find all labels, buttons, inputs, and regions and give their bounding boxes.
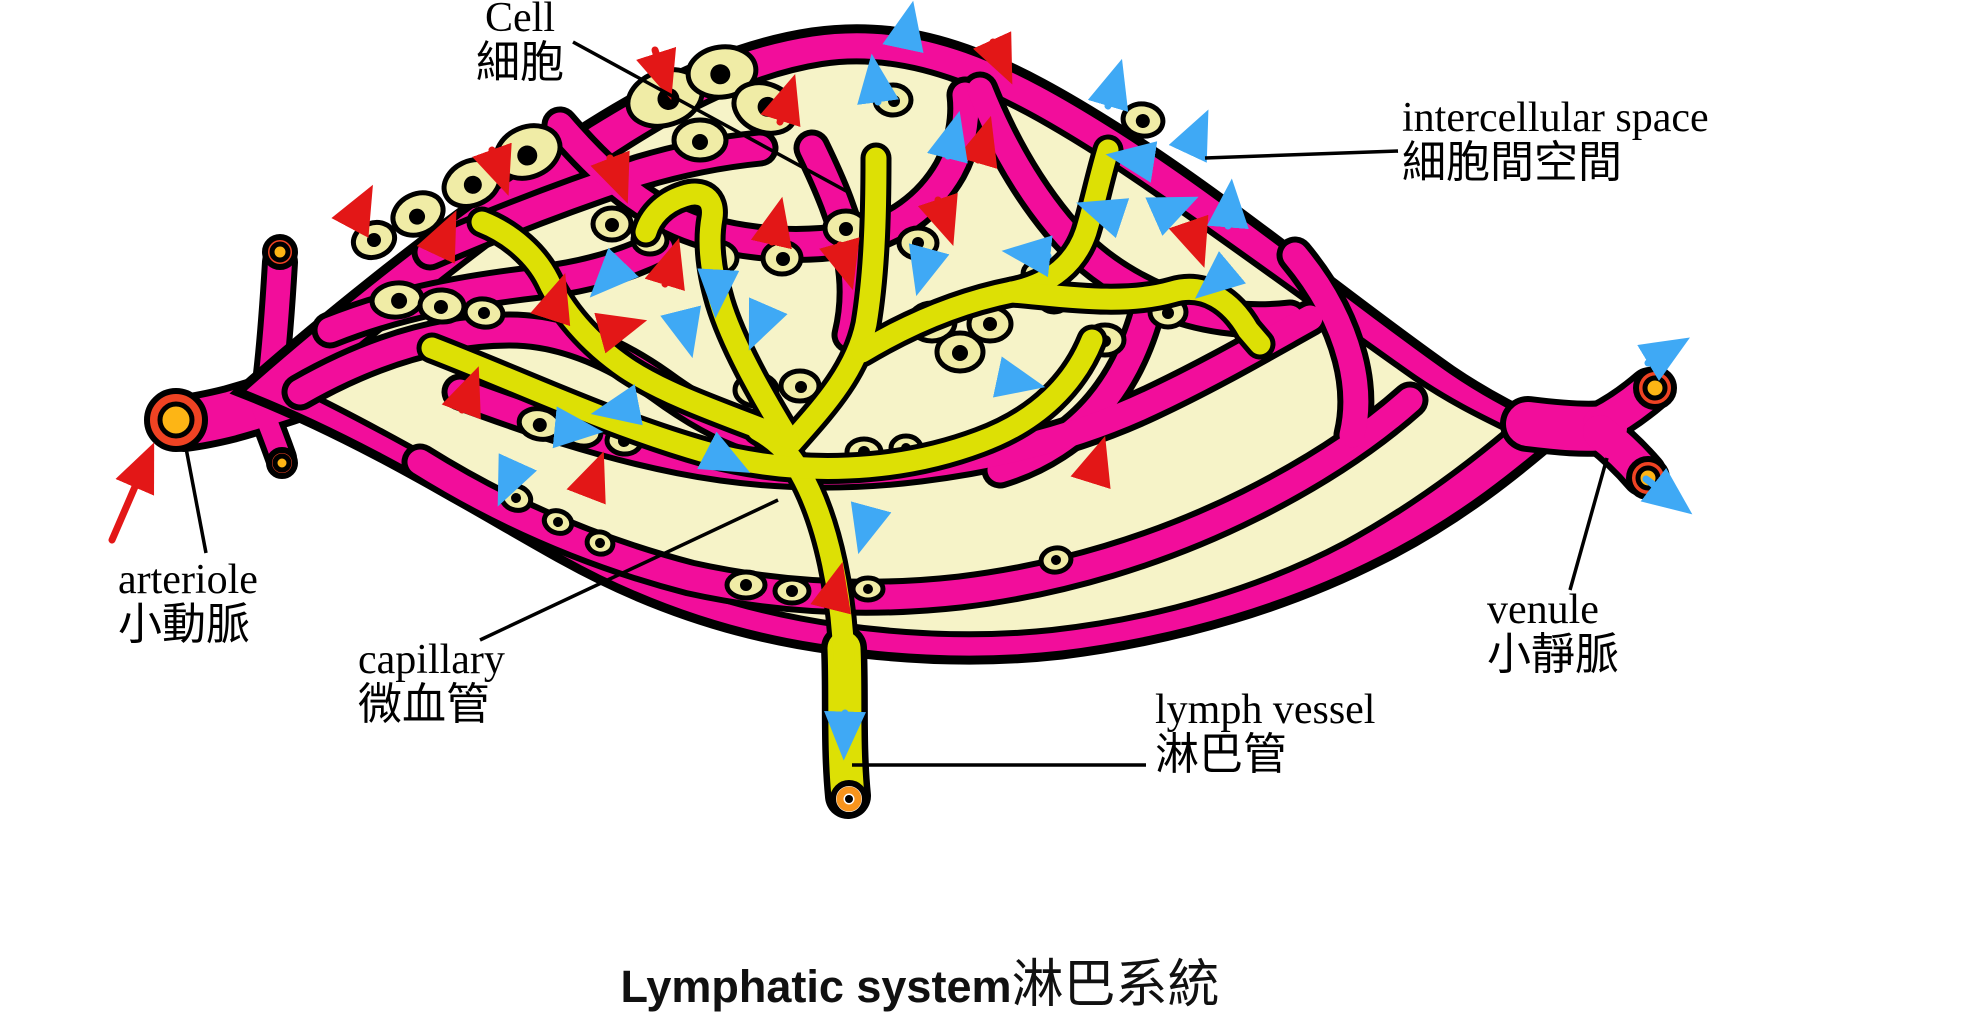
capillary-label-zh: 微血管: [358, 680, 490, 730]
red-flow-arrows: [108, 31, 1209, 615]
lymph-vessel-tree: [416, 134, 1276, 819]
lymph-cut-end: [830, 780, 868, 818]
diagram-title-zh: 淋巴系統: [1011, 957, 1220, 1014]
lymph-vessel-label-en: lymph vessel: [1155, 687, 1376, 733]
lymph-vessel-label: lymph vessel 淋巴管: [1155, 688, 1375, 778]
blue-flow-arrows: [497, 0, 1693, 761]
cell-label-zh: 細胞: [476, 38, 564, 88]
venule-label-en: venule: [1487, 587, 1599, 633]
arteriole-leader-line: [184, 447, 208, 554]
capillary-leader-line: [479, 498, 779, 642]
lymph-vessel-label-zh: 淋巴管: [1155, 730, 1287, 780]
arteriole-label-en: arteriole: [118, 557, 258, 603]
cell-label-en: Cell: [485, 0, 555, 41]
capillary-label-en: capillary: [358, 637, 505, 683]
cell-label: Cell 細胞: [420, 0, 620, 86]
diagram-title: Lymphatic system淋巴系統: [540, 942, 1300, 1017]
intercellular-leader-line: [1204, 149, 1399, 160]
venule-vessel: [1500, 367, 1673, 497]
cell-leader-line: [572, 40, 849, 194]
arteriole-label: arteriole 小動脈: [118, 558, 258, 648]
venule-label: venule 小靜脈: [1487, 588, 1619, 678]
capillary-label: capillary 微血管: [358, 638, 505, 728]
venule-label-zh: 小靜脈: [1487, 630, 1619, 680]
venule-leader-line: [1568, 457, 1609, 591]
diagram-title-en: Lymphatic system: [620, 961, 1012, 1012]
arteriole-label-zh: 小動脈: [118, 600, 250, 650]
intercellular-space-label: intercellular space 細胞間空間: [1402, 96, 1709, 186]
intercellular-space-label-zh: 細胞間空間: [1402, 138, 1622, 188]
intercellular-space-label-en: intercellular space: [1402, 95, 1709, 141]
leader-lines: [184, 40, 1609, 767]
arteriole-cut-end: [144, 234, 298, 479]
